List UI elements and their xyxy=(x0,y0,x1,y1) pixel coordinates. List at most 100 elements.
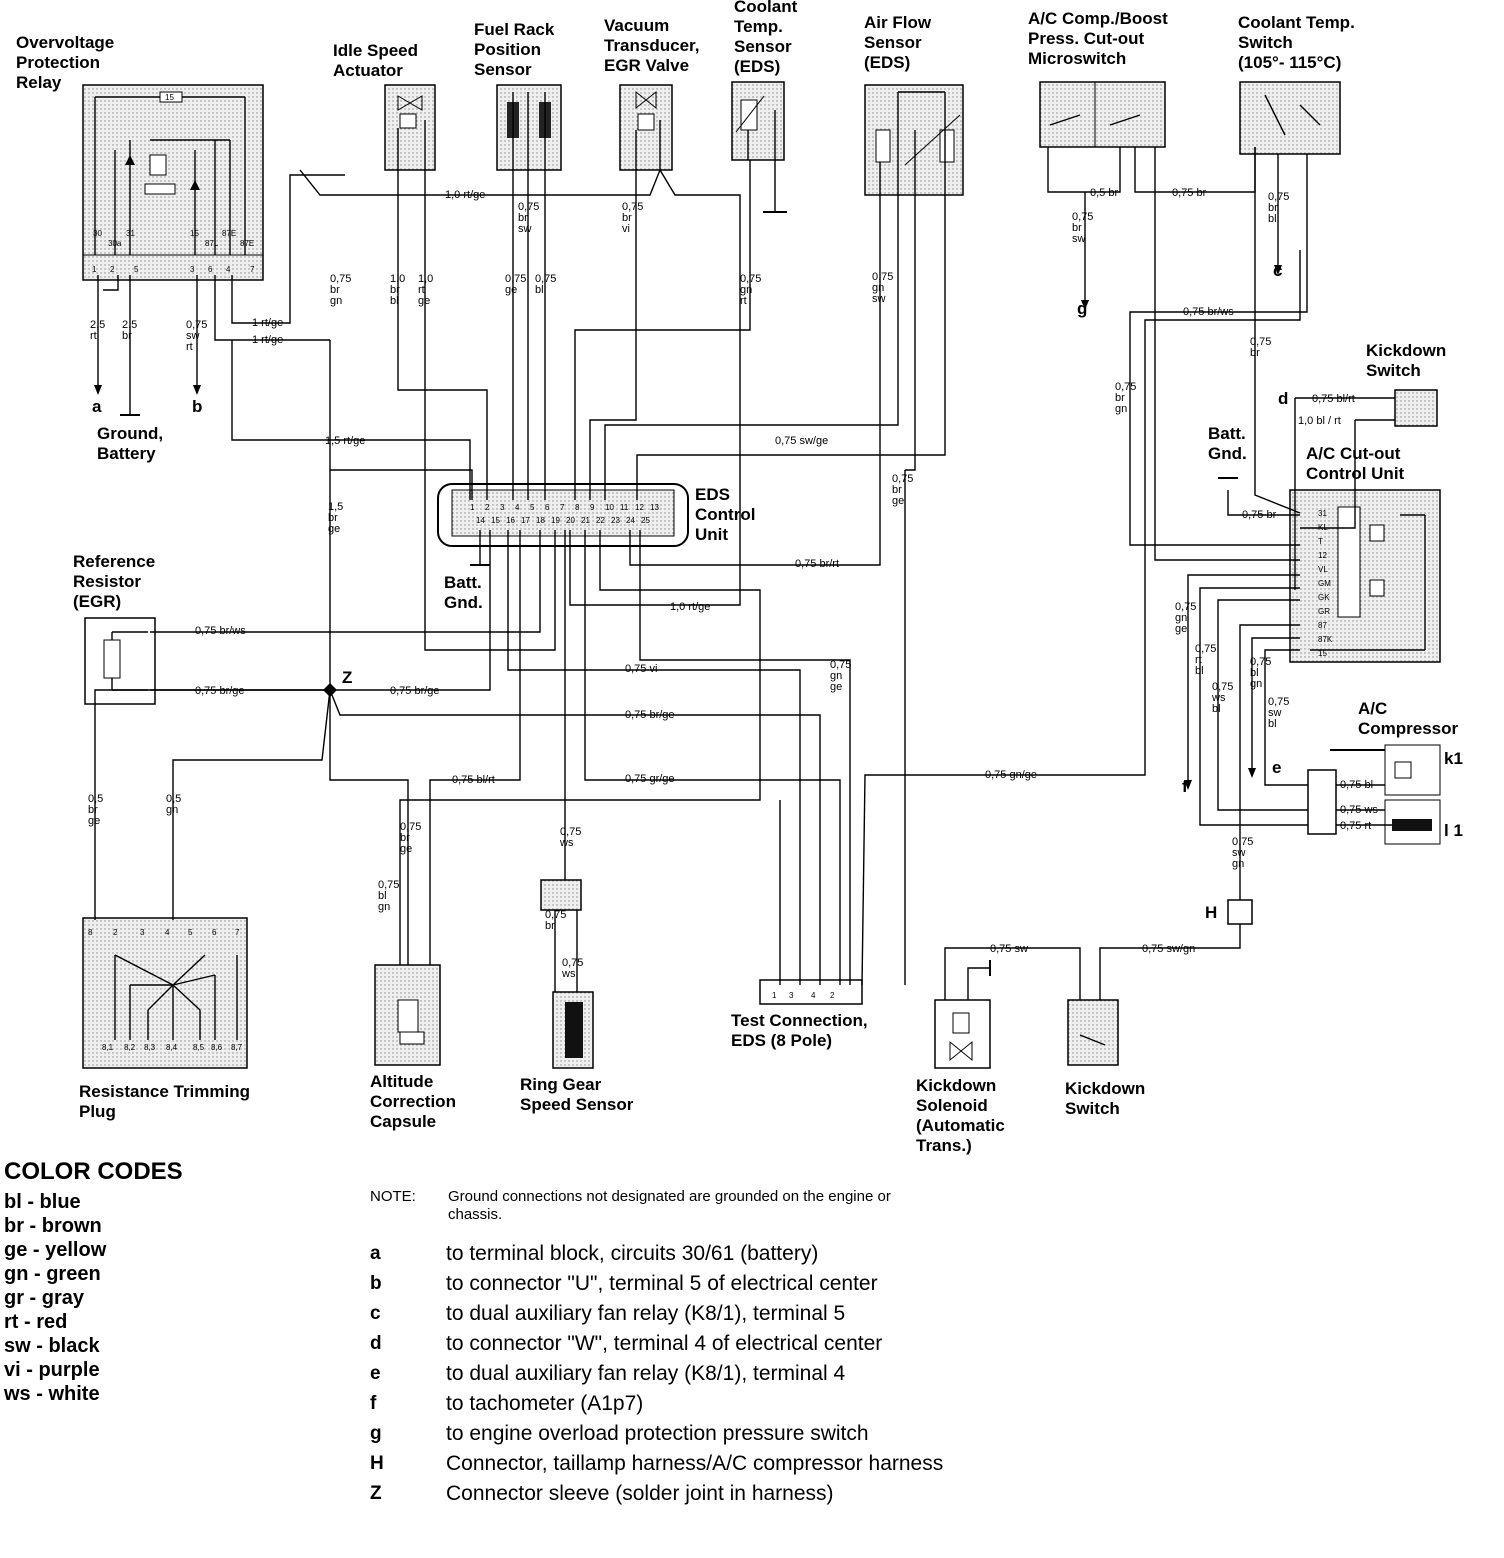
idle-speed-actuator-box xyxy=(384,84,436,171)
wire-label: 1,0 bl / rt xyxy=(1298,415,1341,427)
plug-pin: 8 xyxy=(88,928,93,937)
relay-pin-number: 2 xyxy=(110,265,115,274)
relay-pin-number: 4 xyxy=(226,265,231,274)
eds-pin: 14 xyxy=(476,516,485,525)
eds-pin: 24 xyxy=(626,516,635,525)
plug-pin: 3 xyxy=(140,928,145,937)
ac-unit-pin: 87 xyxy=(1318,621,1327,630)
color-code: ws - white xyxy=(4,1383,100,1405)
legend-key: c xyxy=(370,1303,381,1324)
relay-fuse-label: 15 xyxy=(165,93,174,102)
ref-label-l1: l 1 xyxy=(1444,821,1463,840)
relay-pin-number: 1 xyxy=(92,265,97,274)
wire-label: 0,75 bl xyxy=(1340,779,1373,791)
plug-pin: 8,5 xyxy=(193,1043,205,1052)
wire-label: 1,0 rt/ge xyxy=(445,189,485,201)
eds-pin: 5 xyxy=(530,503,535,512)
color-codes-legend: COLOR CODES bl - blue br - brown ge - ye… xyxy=(4,1158,183,1406)
plug-pin: 5 xyxy=(188,928,193,937)
label-eds-control-unit: EDS Control Unit xyxy=(695,485,756,544)
test-conn-pin: 2 xyxy=(830,991,835,1000)
eds-pin: 20 xyxy=(566,516,575,525)
ac-unit-pin: 12 xyxy=(1318,551,1327,560)
plug-pin: 8,7 xyxy=(231,1043,243,1052)
legend-text: to connector "W", terminal 4 of electric… xyxy=(446,1332,883,1355)
wire-label: 1 rt/ge xyxy=(252,334,283,346)
ac-unit-pin: 87K xyxy=(1318,635,1333,644)
ref-letter-c: c xyxy=(1273,261,1282,280)
wires xyxy=(94,147,1395,1040)
relay-pin-number: 7 xyxy=(250,265,255,274)
eds-pin: 21 xyxy=(581,516,590,525)
legend-key: a xyxy=(370,1243,381,1264)
eds-pin: 10 xyxy=(605,503,614,512)
wire-label: 1 rt/ge xyxy=(252,317,283,329)
label-coolant-temp-sensor: Coolant Temp. Sensor (EDS) xyxy=(734,0,798,76)
test-conn-pin: 4 xyxy=(811,991,816,1000)
relay-pin: 15 xyxy=(190,229,199,238)
notes-section: NOTE: Ground connections not designated … xyxy=(370,1188,1350,1510)
ac-unit-pin: T xyxy=(1318,537,1323,546)
ref-letter-a: a xyxy=(92,397,102,416)
eds-pin: 9 xyxy=(590,503,595,512)
wiring-diagram: 15 30 30a 31 15 87L 87E 87E 1 2 5 3 6 4 … xyxy=(82,81,1463,1069)
wire-label: 0,75 gr/ge xyxy=(625,773,675,785)
plug-pin-labels: 8 2 3 4 5 6 7 8,1 8,2 8,3 8,4 8,5 8,6 8,… xyxy=(88,928,243,1052)
wire-label: 0,75 br xyxy=(1172,187,1207,199)
label-ring-gear-sensor: Ring Gear Speed Sensor xyxy=(520,1075,634,1114)
label-overvoltage-relay: Overvoltage Protection Relay xyxy=(16,33,115,92)
color-code: bl - blue xyxy=(4,1191,81,1213)
legend-item: d to connector "W", terminal 4 of electri… xyxy=(370,1330,1350,1358)
label-ac-cutout-unit: A/C Cut-out Control Unit xyxy=(1306,444,1405,483)
relay-pin-number: 5 xyxy=(134,265,139,274)
ref-letter-g: g xyxy=(1077,299,1087,318)
color-code: ge - yellow xyxy=(4,1239,107,1261)
legend-text: to dual auxiliary fan relay (K8/1), term… xyxy=(446,1302,846,1325)
eds-pin: 18 xyxy=(536,516,545,525)
wire-label: 0,75 br/rt xyxy=(795,558,839,570)
wire-label: 0,75 br/ge xyxy=(195,685,245,697)
ref-letter-e: e xyxy=(1272,758,1281,777)
wire-label: 0,75 vi xyxy=(625,663,657,675)
overvoltage-relay-box: 15 xyxy=(82,84,264,281)
legend-text: Connector sleeve (solder joint in harnes… xyxy=(446,1482,834,1505)
label-test-connection: Test Connection, EDS (8 Pole) xyxy=(731,1011,868,1050)
test-conn-pin: 3 xyxy=(789,991,794,1000)
relay-pin-number: 6 xyxy=(208,265,213,274)
test-connection-box xyxy=(759,979,863,1005)
legend-text: to connector "U", terminal 5 of electric… xyxy=(446,1272,878,1295)
label-reference-resistor: Reference Resistor (EGR) xyxy=(73,552,156,611)
ref-letter-b: b xyxy=(192,397,202,416)
coolant-temp-switch-box xyxy=(1239,81,1341,155)
kickdown-solenoid-box xyxy=(934,999,991,1069)
wire-label: 0,75 br/ws xyxy=(195,625,246,637)
color-code: gn - green xyxy=(4,1263,101,1285)
color-code: gr - gray xyxy=(4,1287,85,1309)
legend-item: c to dual auxiliary fan relay (K8/1), ter… xyxy=(370,1300,1350,1328)
wire-label: 0,75 gn/ge xyxy=(985,769,1037,781)
eds-pin: 25 xyxy=(641,516,650,525)
legend-key: d xyxy=(370,1333,382,1354)
kickdown-switch-bottom-box xyxy=(1067,999,1119,1066)
wire-label: 0,75 sw/gn xyxy=(1142,943,1195,955)
legend-text: Connector, taillamp harness/A/C compress… xyxy=(446,1452,944,1475)
wire-label: 0,75 br/ge xyxy=(390,685,440,697)
wire-label: 0,75 ws xyxy=(1340,804,1378,816)
plug-pin: 4 xyxy=(165,928,170,937)
label-coolant-temp-switch: Coolant Temp. Switch (105°- 115°C) xyxy=(1238,13,1355,72)
reference-resistor-box xyxy=(84,617,156,705)
